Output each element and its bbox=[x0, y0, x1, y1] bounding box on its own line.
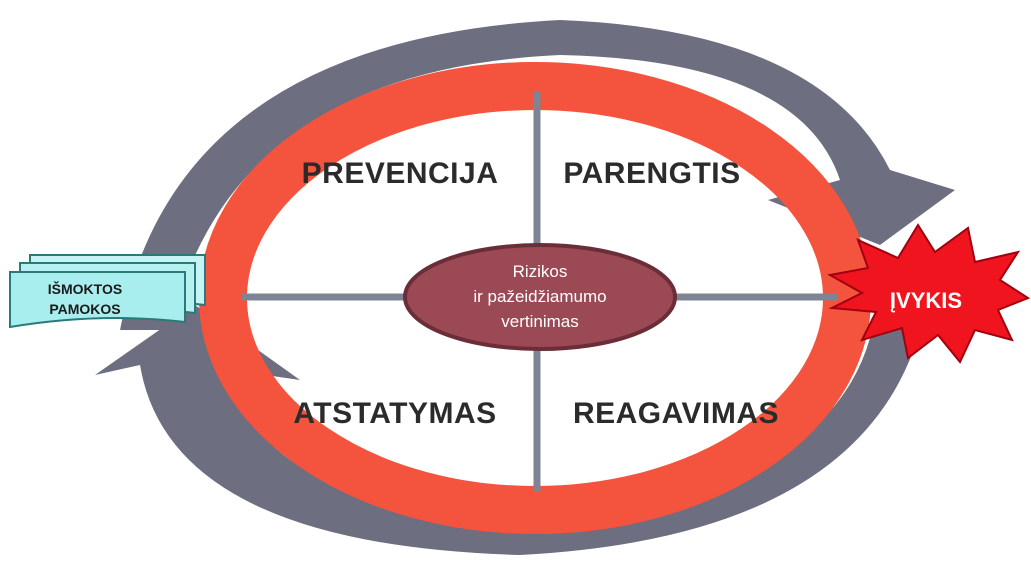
event-label: ĮVYKIS bbox=[890, 288, 962, 313]
event-burst: ĮVYKIS bbox=[827, 223, 1031, 364]
phase-ring bbox=[199, 62, 871, 534]
center-line-1: Rizikos bbox=[513, 262, 568, 281]
burst-shape bbox=[827, 223, 1031, 364]
label-prevention: PREVENCIJA bbox=[302, 157, 499, 190]
quadrant-labels: PREVENCIJA PARENGTIS ATSTATYMAS REAGAVIM… bbox=[293, 157, 779, 430]
note-front-sheet bbox=[9, 271, 186, 329]
top-cycle-arrow bbox=[120, 20, 955, 330]
label-response: REAGAVIMAS bbox=[573, 397, 779, 430]
note-line-1: IŠMOKTOS bbox=[48, 280, 122, 297]
note-line-2: PAMOKOS bbox=[49, 301, 120, 317]
center-ellipse bbox=[403, 243, 677, 351]
center-assessment: Rizikos ir pažeidžiamumo vertinimas bbox=[403, 243, 677, 351]
lessons-learned-note: IŠMOKTOS PAMOKOS bbox=[9, 254, 206, 329]
center-line-2: ir pažeidžiamumo bbox=[473, 287, 606, 306]
label-recovery: ATSTATYMAS bbox=[293, 397, 496, 430]
label-preparedness: PARENGTIS bbox=[563, 157, 740, 190]
center-line-3: vertinimas bbox=[501, 312, 578, 331]
